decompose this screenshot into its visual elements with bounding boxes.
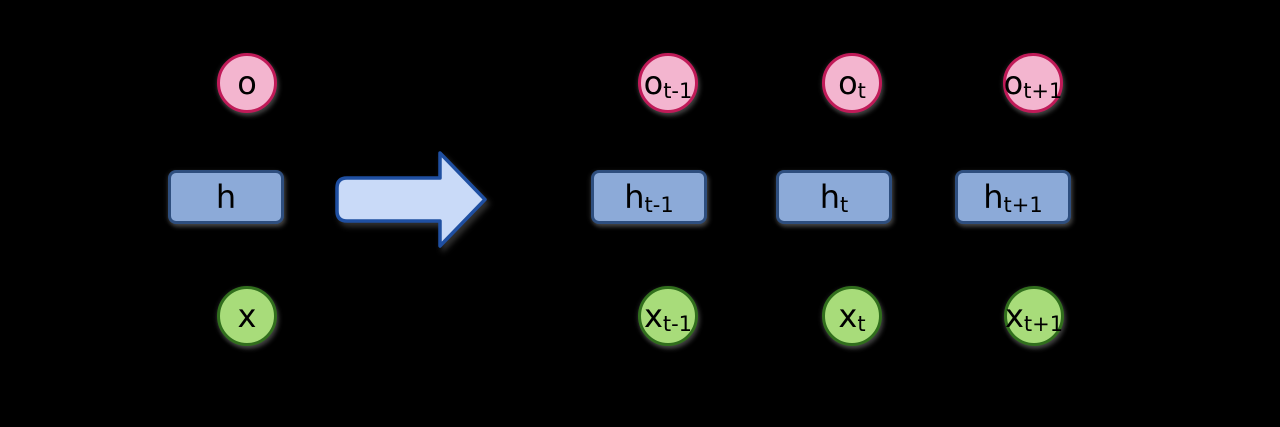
node-output-folded: o <box>217 53 277 113</box>
node-label: h <box>819 178 841 216</box>
node-label: x <box>237 297 257 335</box>
node-label: o <box>643 64 664 102</box>
node-label-subscript: t+1 <box>1023 78 1063 103</box>
node-label: o <box>838 64 858 102</box>
node-label: h <box>215 178 237 216</box>
node-label: x <box>643 297 663 335</box>
node-label: o <box>1003 64 1024 102</box>
node-label: h <box>624 178 645 216</box>
unfold-right-arrow-icon <box>335 151 487 248</box>
node-label: x <box>838 297 858 335</box>
node-hidden-folded: h <box>168 170 284 224</box>
node-label-subscript: t <box>857 78 866 103</box>
node-label-subscript: t <box>857 311 866 336</box>
node-label-subscript: t <box>840 192 849 217</box>
node-label-subscript: t-1 <box>663 78 693 103</box>
node-label: h <box>983 178 1004 216</box>
node-label-subscript: t-1 <box>662 311 693 336</box>
node-label-subscript: t+1 <box>1003 192 1043 217</box>
node-label: x <box>1004 297 1024 335</box>
node-label-subscript: t+1 <box>1023 311 1064 336</box>
node-label: o <box>237 64 257 102</box>
node-label-subscript: t-1 <box>644 192 674 217</box>
node-input-folded: x <box>217 286 277 346</box>
